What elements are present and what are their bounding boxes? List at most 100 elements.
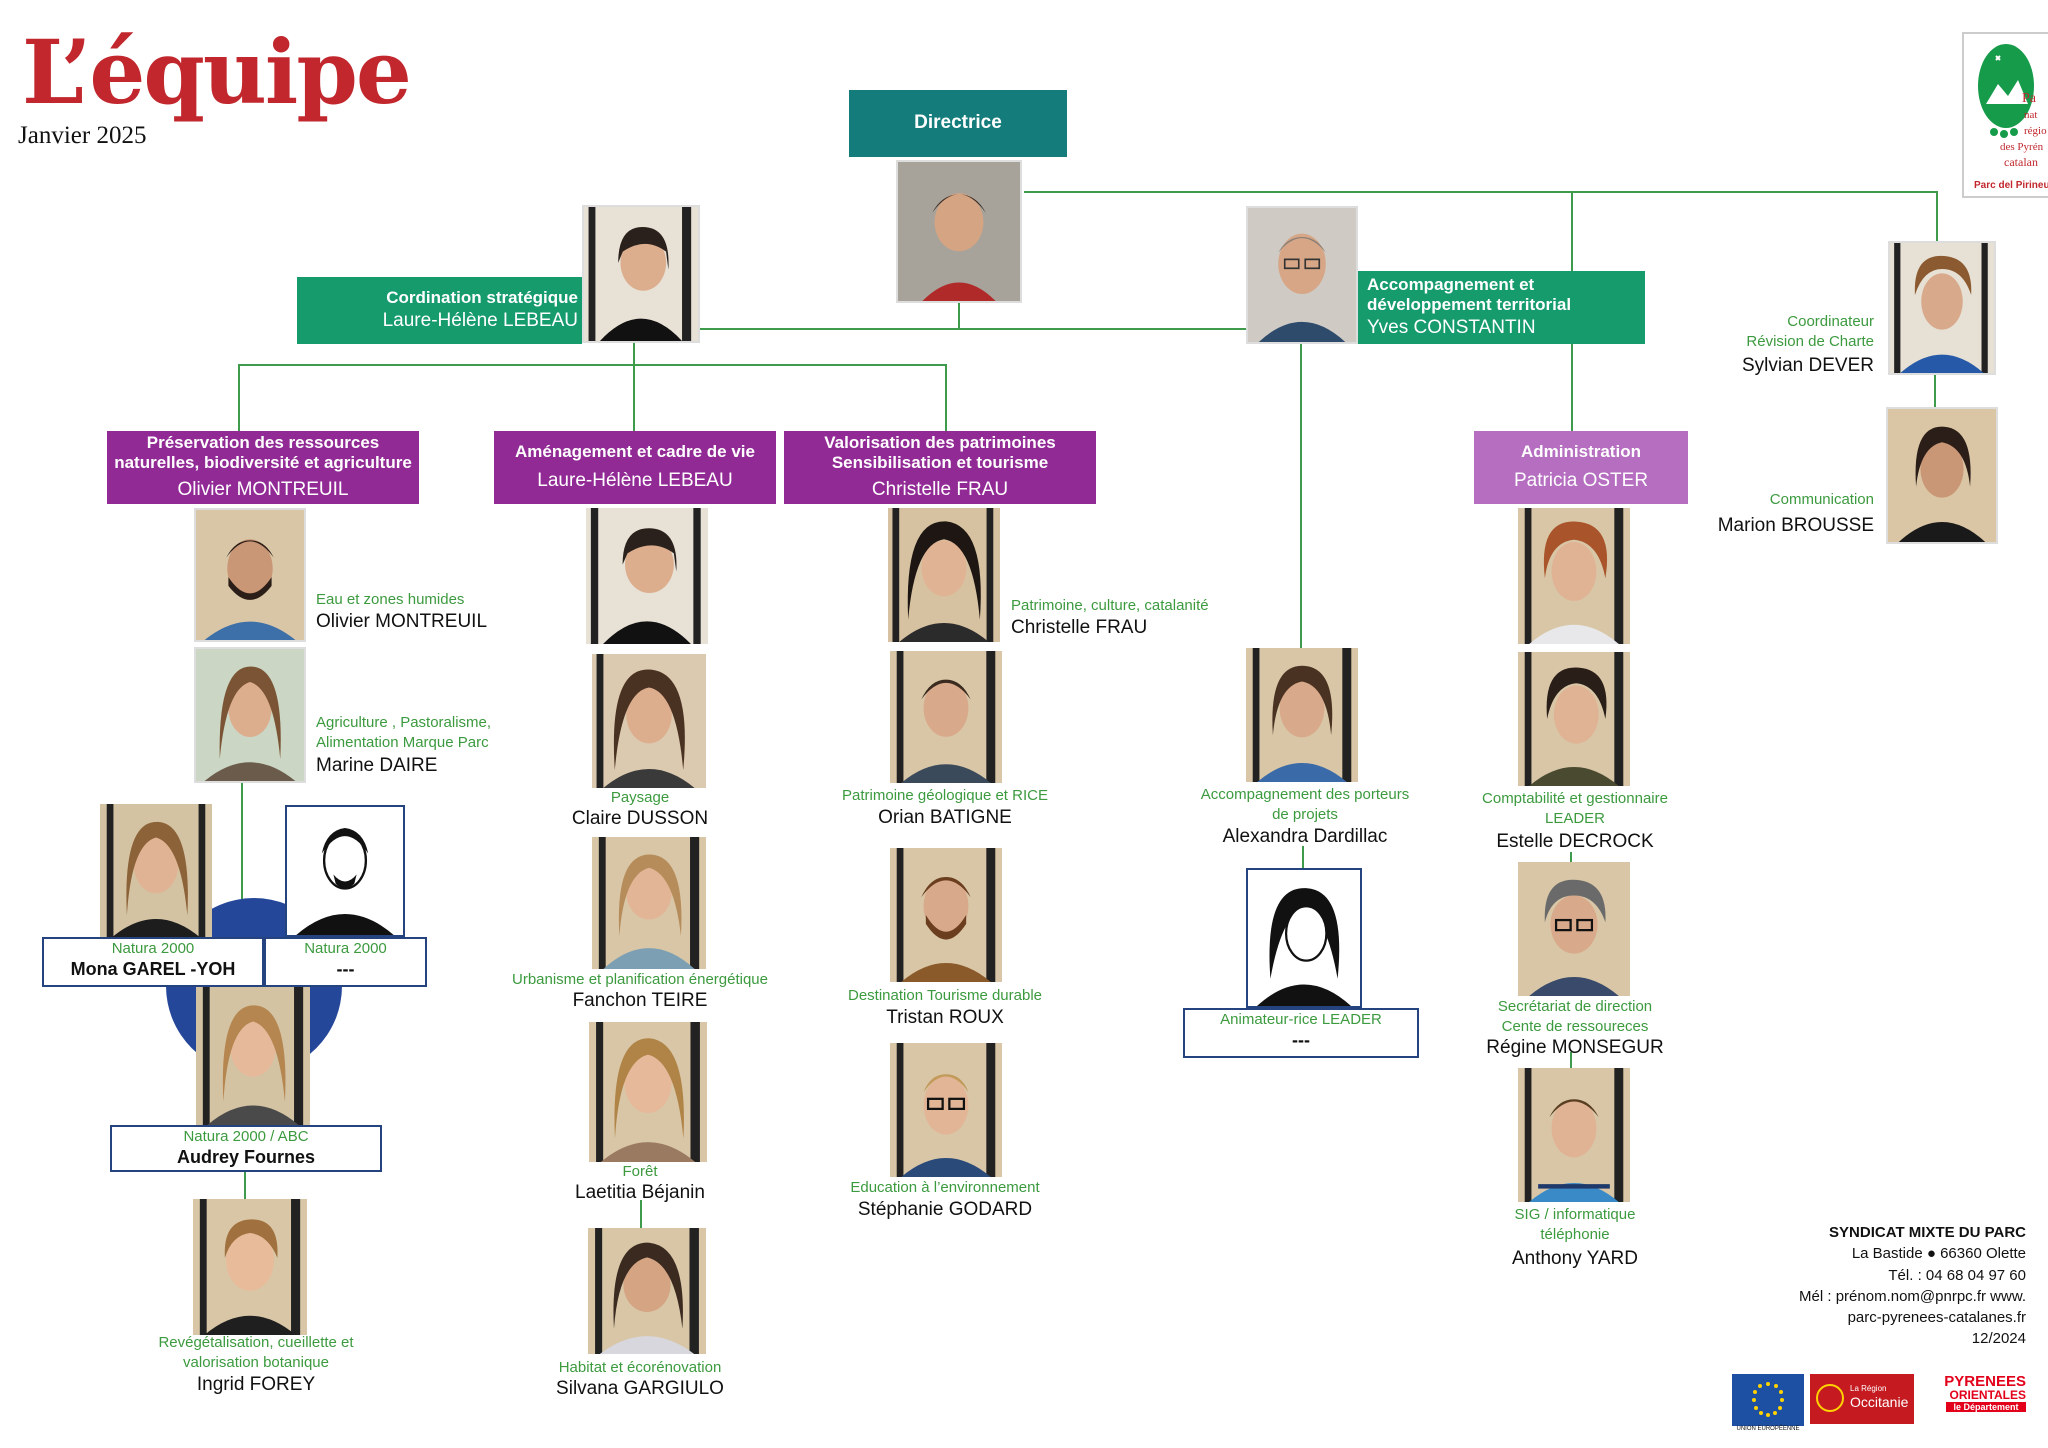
- stephanie-name: Stéphanie GODARD: [857, 1199, 1033, 1220]
- svg-text:régio: régio: [2024, 125, 2047, 137]
- coordinateur-name: Sylvian DEVER: [1742, 355, 1874, 376]
- connector: [1570, 852, 1572, 862]
- amenagement-head: Laure-Hélène LEBEAU: [537, 470, 733, 492]
- connector: [238, 364, 946, 366]
- preservation-title-2: naturelles, biodiversité et agriculture: [114, 453, 412, 473]
- audrey-role: Natura 2000 / ABC: [183, 1128, 309, 1145]
- connector: [238, 364, 240, 432]
- portrait-fanchon: [592, 837, 706, 969]
- connector: [241, 782, 243, 902]
- portrait-estelle: [1518, 652, 1630, 786]
- estelle-role: Comptabilité et gestionnaire LEADER: [1482, 790, 1668, 828]
- connector: [700, 328, 1248, 330]
- communication-name: Marion BROUSSE: [1717, 515, 1874, 536]
- leader-role: Animateur-rice LEADER: [1220, 1011, 1382, 1028]
- portrait-alexandra: [1246, 648, 1358, 782]
- olivier-role: Eau et zones humides: [316, 591, 465, 608]
- christelle-role: Patrimoine, culture, catalanité: [1011, 597, 1209, 614]
- svg-text:Pa: Pa: [2022, 91, 2037, 106]
- connector: [1570, 1052, 1572, 1068]
- portrait-marion: [1886, 407, 1998, 544]
- stephanie-role: Education à l’environnement: [850, 1179, 1040, 1196]
- footer-address: La Bastide ● 66360 Olette: [1851, 1245, 2026, 1263]
- eu-stars-icon: [1752, 1382, 1784, 1417]
- connector: [633, 343, 635, 432]
- connector: [1934, 375, 1936, 407]
- portrait-icon: [588, 1228, 706, 1354]
- mona-role: Natura 2000: [111, 940, 195, 957]
- portrait-stephanie: [890, 1043, 1002, 1177]
- portrait-icon: [1888, 409, 1996, 542]
- portrait-christelle: [888, 508, 1000, 642]
- preservation-title-1: Préservation des ressources: [146, 432, 380, 452]
- communication-role: Communication: [1769, 491, 1874, 508]
- portrait-icon: [888, 508, 1000, 642]
- coordination-title: Cordination stratégique: [386, 287, 578, 307]
- directrice-box: Directrice: [849, 90, 1067, 157]
- vacant-role: Natura 2000: [304, 940, 387, 957]
- portrait-icon: [1518, 652, 1630, 786]
- person-silhouette-icon: [287, 807, 403, 935]
- eu-label: UNION EUROPÉENNE: [1732, 1426, 1804, 1432]
- footer-email: Mél : prénom.nom@pnrpc.fr www.: [1799, 1287, 2026, 1305]
- marine-role: Agriculture , Pastoralisme, Alimentation…: [316, 714, 492, 752]
- portrait-regine: [1518, 862, 1630, 996]
- portrait-orian: [890, 651, 1002, 783]
- christelle-name: Christelle FRAU: [1011, 617, 1148, 638]
- park-logo: Pa nat régio des Pyrén catalan Parc del …: [1962, 32, 2048, 198]
- alexandra-name: Alexandra Dardillac: [1222, 826, 1388, 847]
- portrait-icon: [592, 654, 706, 788]
- portrait-sylvian: [1888, 241, 1996, 375]
- portrait-olivier: [194, 508, 306, 642]
- amenagement-box: Aménagement et cadre de vie Laure-Hélène…: [494, 431, 776, 504]
- occitanie-logo: La Région Occitanie: [1810, 1374, 1914, 1424]
- connector: [1302, 846, 1304, 868]
- administration-head: Patricia OSTER: [1513, 470, 1649, 492]
- portrait-icon: [100, 804, 212, 938]
- coordinateur-role: Coordinateur Révision de Charte: [1746, 313, 1874, 351]
- portrait-icon: [586, 508, 708, 644]
- regine-role: Secrétariat de direction Cente de ressou…: [1497, 998, 1653, 1036]
- footer-phone: Tél. : 04 68 04 97 60: [1888, 1266, 2026, 1284]
- connector: [1936, 191, 1938, 241]
- orian-role: Patrimoine géologique et RICE: [842, 787, 1048, 804]
- page-title: L’équipe: [22, 20, 412, 124]
- portrait-silvana: [588, 1228, 706, 1354]
- regine-name: Régine MONSEGUR: [1486, 1037, 1664, 1058]
- fanchon-role: Urbanisme et planification énergétique: [512, 971, 768, 988]
- valorisation-title-1: Valorisation des patrimoines: [824, 432, 1056, 452]
- portrait-icon: [898, 162, 1020, 301]
- olivier-name: Olivier MONTREUIL: [316, 611, 488, 632]
- svg-text:nat: nat: [2024, 109, 2037, 121]
- preservation-box: Préservation des ressources naturelles, …: [107, 431, 419, 504]
- portrait-yves: [1246, 206, 1358, 344]
- portrait-icon: [890, 1043, 1002, 1177]
- portrait-tristan: [890, 848, 1002, 982]
- connector: [244, 1172, 246, 1200]
- portrait-icon: [584, 207, 698, 341]
- marine-name: Marine DAIRE: [316, 755, 438, 776]
- person-silhouette-female-icon: [1248, 870, 1360, 1006]
- portrait-placeholder-leader: [1246, 868, 1362, 1008]
- portrait-placeholder-natura: [285, 805, 405, 937]
- coordination-name: Laure-Hélène LEBEAU: [382, 310, 578, 332]
- portrait-icon: [890, 651, 1002, 783]
- directrice-label: Directrice: [914, 112, 1002, 134]
- contact-block: SYNDICAT MIXTE DU PARC La Bastide ● 6636…: [1799, 1222, 2026, 1350]
- audrey-name: Audrey Fournes: [176, 1147, 316, 1168]
- portrait-icon: [196, 987, 310, 1125]
- portrait-icon: [1518, 508, 1630, 644]
- administration-box: Administration Patricia OSTER: [1474, 431, 1688, 504]
- portrait-marine: [194, 647, 306, 783]
- mona-name: Mona GAREL -YOH: [70, 959, 236, 980]
- leader-name: ---: [1292, 1030, 1310, 1051]
- portrait-laure-helene: [582, 205, 700, 343]
- valorisation-box: Valorisation des patrimoines Sensibilisa…: [784, 431, 1096, 504]
- portrait-icon: [196, 510, 304, 640]
- amenagement-title: Aménagement et cadre de vie: [515, 441, 755, 461]
- valorisation-head: Christelle FRAU: [871, 479, 1009, 501]
- portrait-audrey: [196, 987, 310, 1125]
- connector: [1024, 191, 1938, 193]
- pyrenees-orientales-logo: PYRENEES ORIENTALES le Département: [1944, 1373, 2026, 1413]
